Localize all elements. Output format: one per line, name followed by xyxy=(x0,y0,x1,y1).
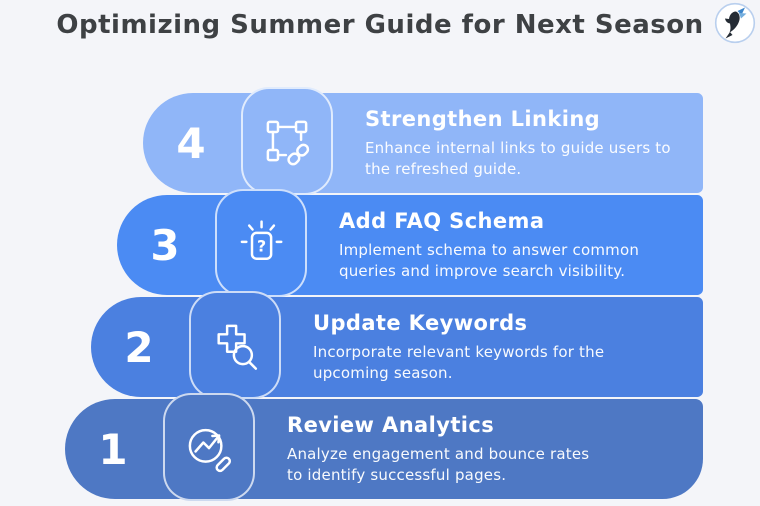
step-text-block: Update Keywords Incorporate relevant key… xyxy=(313,297,687,397)
step-icon-panel xyxy=(163,393,255,501)
step-number: 4 xyxy=(176,118,206,168)
step-icon-panel xyxy=(241,87,333,195)
step-text-block: Strengthen Linking Enhance internal link… xyxy=(365,93,687,193)
selection-link-icon xyxy=(266,120,310,166)
faq-question-icon: ? xyxy=(240,220,283,260)
step-number: 2 xyxy=(124,322,154,372)
step-title: Add FAQ Schema xyxy=(339,208,545,233)
step-row-4: 4 Strengthen Linking Enhance internal li… xyxy=(143,87,703,195)
hummingbird-icon xyxy=(714,2,756,44)
step-icon-panel: ? xyxy=(215,189,307,297)
step-description: Implement schema to answer common querie… xyxy=(339,240,640,280)
step-row-3: 3 ? Add FAQ Schema Implement schema to a… xyxy=(117,189,703,297)
step-icon-panel xyxy=(189,291,281,399)
step-row-2: 2 Update Keywords Incorporate relevant k… xyxy=(91,291,703,399)
step-description: Incorporate relevant keywords for the up… xyxy=(313,342,605,382)
step-title: Review Analytics xyxy=(287,412,495,437)
step-number: 1 xyxy=(98,424,128,474)
step-text-block: Add FAQ Schema Implement schema to answe… xyxy=(339,195,687,295)
page-title: Optimizing Summer Guide for Next Season xyxy=(56,10,704,40)
step-text-block: Review Analytics Analyze engagement and … xyxy=(287,399,687,499)
analytics-search-icon xyxy=(188,428,232,473)
step-number: 3 xyxy=(150,220,180,270)
brand-logo xyxy=(714,2,756,44)
search-plus-icon xyxy=(217,324,258,370)
step-title: Update Keywords xyxy=(313,310,528,335)
step-description: Analyze engagement and bounce rates to i… xyxy=(287,444,590,484)
step-description: Enhance internal links to guide users to… xyxy=(365,138,671,178)
step-title: Strengthen Linking xyxy=(365,106,601,131)
step-row-1: 1 Review Analytics Analyze engagement an… xyxy=(65,393,703,501)
svg-text:?: ? xyxy=(257,236,266,255)
